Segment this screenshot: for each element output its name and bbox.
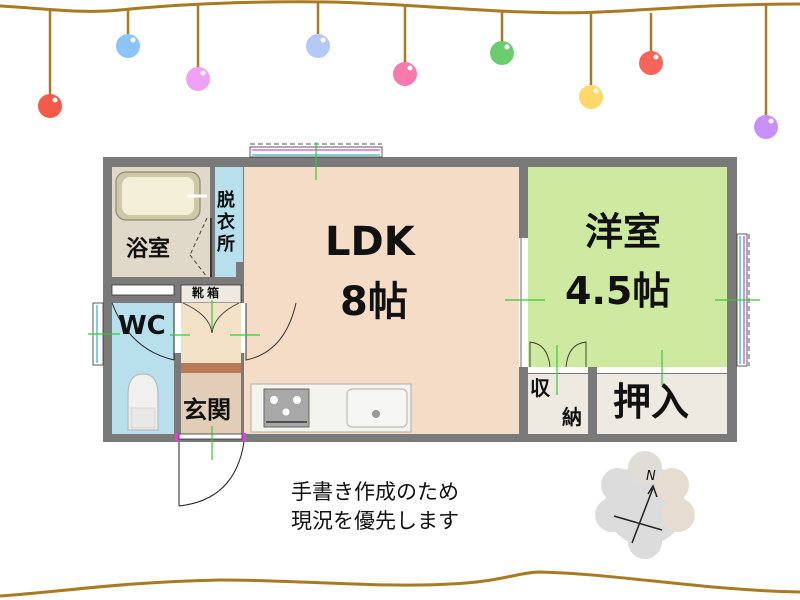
room-hall (181, 303, 241, 363)
storage-label-2: 納 (562, 405, 582, 429)
western-size-label: 4.5帖 (565, 269, 671, 313)
ornament-strings (48, 2, 768, 117)
disclaimer-note: 手書き作成のため 現況を優先します (291, 478, 459, 536)
room-storage (528, 374, 588, 434)
airflow-arrows (88, 142, 760, 460)
shoebox-label: 靴箱 (192, 286, 223, 300)
note-line-2: 現況を優先します (291, 509, 459, 533)
sink (346, 388, 408, 428)
garland-string (0, 0, 800, 15)
room-dressing (215, 167, 243, 277)
ldk-label: LDK (325, 219, 415, 265)
entrance-label: 玄関 (183, 396, 231, 424)
western-label: 洋室 (585, 210, 662, 254)
ornaments (38, 34, 778, 139)
wc-label: WC (118, 311, 166, 341)
compass-rose (595, 451, 695, 559)
note-line-1: 手書き作成のため (291, 480, 459, 504)
ldk-size-label: 8帖 (340, 279, 408, 325)
room-western (528, 167, 727, 367)
dressing-label: 脱 衣 所 (217, 190, 235, 255)
bottom-wave (0, 570, 800, 598)
closet-label: 押入 (613, 380, 690, 424)
storage-label-1: 収 (530, 376, 550, 400)
compass-north-label: N (646, 469, 656, 484)
bath-label: 浴室 (126, 237, 171, 262)
room-entrance (181, 373, 241, 434)
gas-stove (263, 388, 310, 428)
